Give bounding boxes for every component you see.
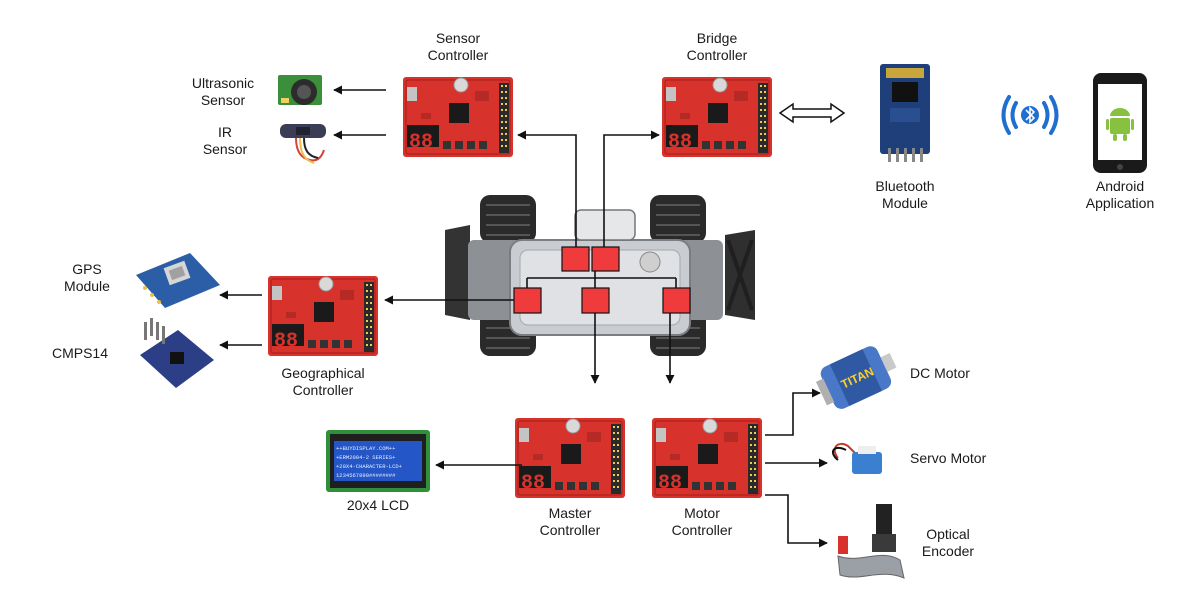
car-block-geographical <box>513 287 542 314</box>
servo-motor-icon <box>831 442 882 474</box>
car-block-motor <box>662 287 691 314</box>
dc-motor-icon: TITAN <box>815 346 897 409</box>
board-display-digits: 88 <box>658 472 682 495</box>
lcd-line-1: ++BUYDISPLAY.COM++ <box>336 445 395 452</box>
cmps14-label: CMPS14 <box>51 345 109 361</box>
optical-encoder-icon <box>837 504 905 579</box>
ultrasonic-sensor-icon <box>278 75 322 105</box>
dc-motor-label: DC Motor <box>910 365 970 381</box>
gps-module-icon <box>136 253 220 308</box>
bidirectional-arrow <box>778 102 846 124</box>
android-phone-icon <box>1093 73 1147 173</box>
arrow-to-optical-encoder <box>765 494 828 548</box>
bluetooth-signal-icon <box>1001 95 1059 135</box>
board-display-digits: 88 <box>274 330 298 353</box>
lcd-label: 20x4 LCD <box>346 497 410 513</box>
rc-car-chassis-icon <box>445 195 755 356</box>
compass-module-icon <box>140 318 214 388</box>
board-display-digits: 88 <box>409 131 433 154</box>
board-display-digits: 88 <box>521 472 545 495</box>
car-block-master <box>581 287 610 314</box>
car-block-bridge <box>591 246 620 272</box>
arrow-to-dc-motor <box>765 388 821 436</box>
lcd-display-icon: ++BUYDISPLAY.COM++ +ERM2004-2 SERIES+ +2… <box>326 430 430 492</box>
board-display-digits: 88 <box>668 131 692 154</box>
bluetooth-module-icon <box>880 64 930 162</box>
lcd-line-3: +20X4-CHARACTER-LCD+ <box>336 463 402 470</box>
arrow-to-bridge-controller <box>603 130 660 248</box>
lcd-line-2: +ERM2004-2 SERIES+ <box>336 454 395 461</box>
servo-motor-label: Servo Motor <box>910 450 987 466</box>
ir-sensor-icon <box>280 124 326 164</box>
car-block-sensor <box>561 246 590 272</box>
lcd-line-4: 1234567890######## <box>336 472 396 479</box>
arrow-to-sensor-controller <box>517 130 577 248</box>
car-internal-bus <box>526 270 677 288</box>
